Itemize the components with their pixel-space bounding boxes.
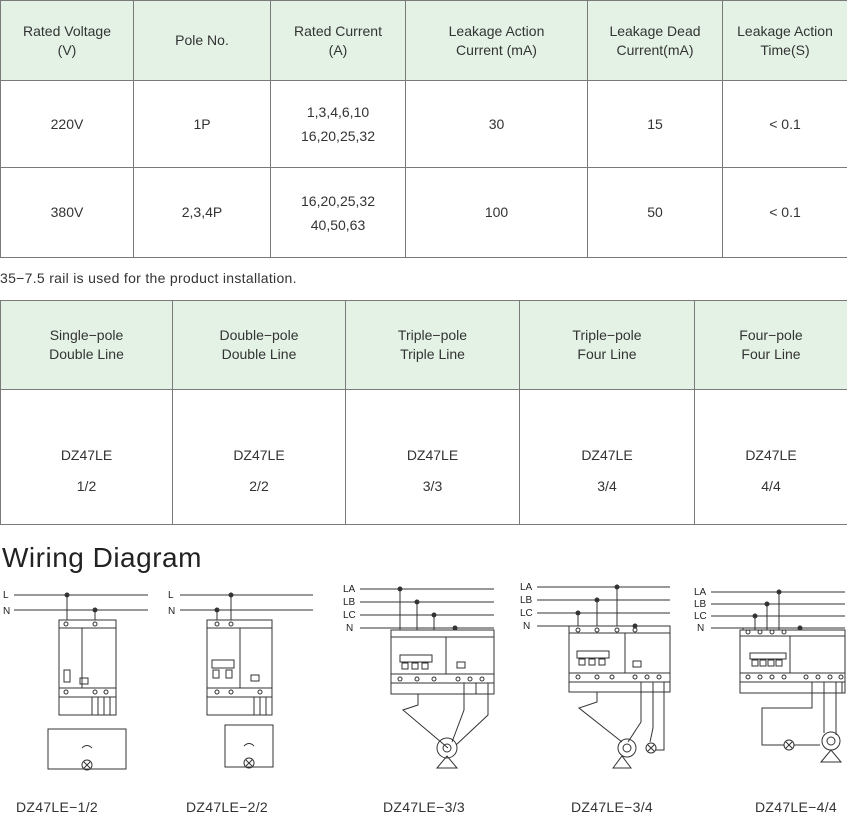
cell-action-time: < 0.1	[722, 80, 847, 168]
wiring-diagram-3-4: LA LB LC N	[520, 582, 671, 769]
wiring-diagram-4-4: LA LB LC N	[694, 587, 846, 763]
svg-text:LC: LC	[343, 610, 356, 621]
caption-dz47le-3-3: DZ47LE−3/3	[383, 799, 465, 815]
svg-text:LA: LA	[694, 587, 707, 598]
spec-header-row: Rated Voltage(V) Pole No. Rated Current(…	[0, 0, 847, 81]
svg-text:N: N	[697, 623, 704, 634]
line-label-n: N	[3, 606, 10, 617]
line-label-l: L	[3, 590, 9, 601]
spec-table: Rated Voltage(V) Pole No. Rated Current(…	[0, 0, 847, 258]
cell-poles: 1P	[133, 80, 271, 168]
svg-text:N: N	[346, 623, 353, 634]
cell-action-current: 30	[405, 80, 588, 168]
caption-dz47le-2-2: DZ47LE−2/2	[186, 799, 268, 815]
wiring-diagram-2-2: L N	[168, 590, 313, 769]
header-rated-voltage: Rated Voltage(V)	[0, 0, 134, 81]
cell-voltage: 220V	[0, 80, 134, 168]
header-rated-current: Rated Current(A)	[270, 0, 406, 81]
cell-action-current: 100	[405, 167, 588, 258]
wiring-diagrams: L N L N	[3, 582, 846, 771]
wiring-diagram-3-3: LA LB LC N	[343, 584, 495, 769]
svg-text:LC: LC	[520, 608, 533, 619]
svg-text:LB: LB	[694, 599, 707, 610]
caption-dz47le-3-4: DZ47LE−3/4	[571, 799, 653, 815]
svg-text:LC: LC	[694, 611, 707, 622]
cell-voltage: 380V	[0, 167, 134, 258]
svg-text:LB: LB	[520, 595, 533, 606]
wiring-diagram-title: Wiring Diagram	[2, 542, 202, 573]
caption-dz47le-1-2: DZ47LE−1/2	[16, 799, 98, 815]
header-pole-no: Pole No.	[133, 0, 271, 81]
cell-poles: 2,3,4P	[133, 167, 271, 258]
caption-dz47le-4-4: DZ47LE−4/4	[755, 799, 837, 815]
svg-text:N: N	[523, 621, 530, 632]
line-label-l: L	[168, 590, 174, 601]
svg-text:LB: LB	[343, 597, 356, 608]
cell-dead-current: 50	[587, 167, 723, 258]
svg-text:LA: LA	[343, 584, 356, 595]
rail-note: 35−7.5 rail is used for the product inst…	[0, 270, 297, 286]
cell-dead-current: 15	[587, 80, 723, 168]
line-label-n: N	[168, 606, 175, 617]
cell-action-time: < 0.1	[722, 167, 847, 258]
svg-text:LA: LA	[520, 582, 533, 593]
wiring-diagram-1-2: L N	[3, 590, 148, 771]
